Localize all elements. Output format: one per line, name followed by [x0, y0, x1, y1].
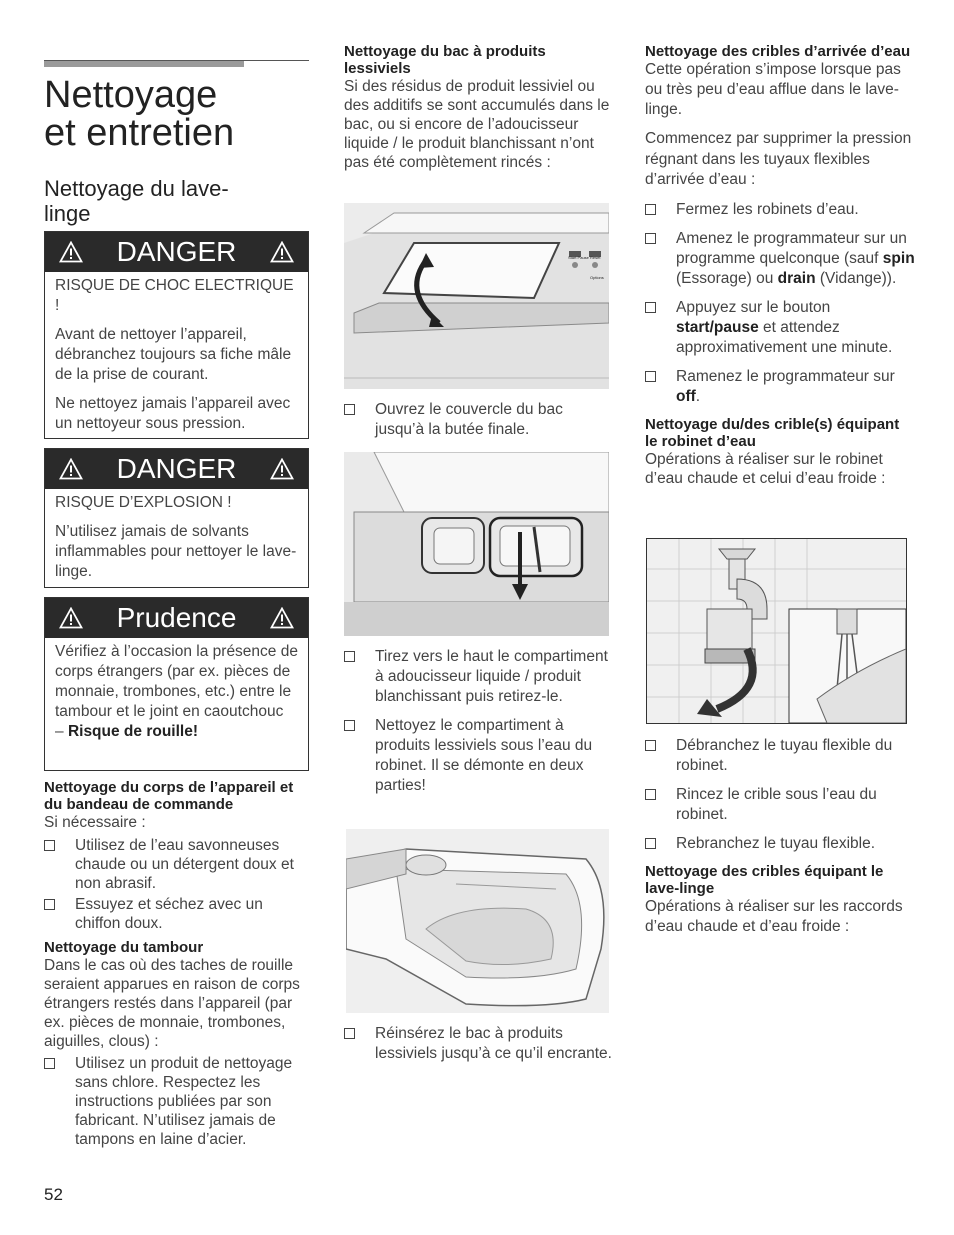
body-cleaning-section: Nettoyage du corps de l’appareil et du b…: [44, 779, 312, 1149]
list-item: Appuyez sur le bouton start/pause et att…: [645, 298, 915, 358]
list-item: Fermez les robinets d’eau.: [645, 200, 915, 220]
warning-triangle-icon: [270, 607, 294, 629]
page-title-line-1: Nettoyage: [44, 74, 218, 116]
section-subtitle: Nettoyage des cribles équipant le lave-l…: [645, 863, 884, 897]
checkbox-icon: [344, 720, 355, 731]
checkbox-icon: [645, 370, 656, 382]
checkbox-icon: [44, 899, 55, 910]
list-item: Ouvrez le couvercle du bac jusqu’à la bu…: [344, 400, 614, 440]
caution-emphasis: Risque de rouille!: [67, 723, 198, 740]
warning-triangle-icon: [269, 458, 294, 480]
danger-box-electric: DANGER RISQUE DE CHOC ELECTRIQUE ! Avant…: [44, 231, 309, 439]
section-intro: Si des résidus de produit lessiviel ou d…: [344, 78, 610, 171]
caution-header: Prudence: [45, 598, 308, 638]
header-rule: [44, 60, 309, 61]
caution-label: Prudence: [116, 602, 237, 633]
list-item: Réinsérez le bac à produits lessiviels j…: [344, 1024, 614, 1064]
checkbox-icon: [44, 1058, 55, 1069]
list-item: Rincez le crible sous l’eau du robinet.: [645, 785, 915, 825]
dispenser-step-1: Ouvrez le couvercle du bac jusqu’à la bu…: [344, 400, 614, 440]
danger-text: Avant de nettoyer l’appareil, débranchez…: [55, 326, 292, 383]
list-item: Essuyez et séchez avec un chiffon doux.: [44, 895, 312, 933]
list-item: Amenez le programmateur sur un programme…: [645, 229, 915, 289]
caution-text: Vérifiez à l’occasion la présence de cor…: [55, 643, 298, 740]
figure-tap-filter: [646, 538, 907, 724]
figure-remove-softener-compartment: [344, 452, 609, 636]
danger-risk: RISQUE DE CHOC ELECTRIQUE !: [55, 277, 294, 314]
list-item: Tirez vers le haut le compartiment à ado…: [344, 647, 614, 707]
page-title-line-2: et entretien: [44, 112, 235, 154]
danger-body: RISQUE D’EXPLOSION ! N’utilisez jamais d…: [45, 489, 308, 588]
checkbox-icon: [344, 404, 355, 415]
section-intro: Cette opération s’impose lorsque pas ou …: [645, 61, 901, 118]
section-subtitle: Nettoyage du bac à produits lessiviels: [344, 43, 546, 77]
section-intro: Commencez par supprimer la pression régn…: [645, 130, 912, 188]
list-item: Rebranchez le tuyau flexible.: [645, 834, 915, 854]
tap-filter-steps: Débranchez le tuyau flexible du robinet.…: [645, 736, 915, 937]
checkbox-icon: [645, 232, 656, 244]
warning-triangle-icon: [269, 241, 294, 263]
section-intro: Opérations à réaliser sur le robinet d’e…: [645, 450, 886, 487]
caution-box: Prudence Vérifiez à l’occasion la présen…: [44, 597, 309, 771]
danger-box-explosion: DANGER RISQUE D’EXPLOSION ! N’utilisez j…: [44, 448, 309, 588]
section-subtitle: Nettoyage des cribles d’arrivée d’eau: [645, 43, 911, 60]
list-item: Utilisez un produit de nettoyage sans ch…: [44, 1054, 312, 1149]
danger-text: N’utilisez jamais de solvants inflammabl…: [55, 523, 297, 580]
danger-header: DANGER: [45, 232, 308, 272]
dispenser-steps-2-3: Tirez vers le haut le compartiment à ado…: [344, 647, 614, 796]
danger-text: Ne nettoyez jamais l’appareil avec un ne…: [55, 395, 291, 432]
checkbox-icon: [44, 840, 55, 851]
section-subtitle: Nettoyage du tambour: [44, 939, 204, 956]
checkbox-icon: [645, 838, 656, 849]
panel-label: Reset: [590, 255, 601, 260]
list-item: Ramenez le programmateur sur off.: [645, 367, 915, 407]
warning-triangle-icon: [59, 458, 83, 480]
section-title: Nettoyage du lave- linge: [44, 176, 309, 226]
panel-label: Options: [590, 275, 604, 280]
section-title-line-1: Nettoyage du lave-: [44, 176, 229, 201]
section-intro: Si nécessaire :: [44, 814, 146, 831]
page-title: Nettoyage et entretien: [44, 76, 314, 152]
section-intro: Opérations à réaliser sur les raccords d…: [645, 898, 903, 935]
danger-body: RISQUE DE CHOC ELECTRIQUE ! Avant de net…: [45, 272, 308, 440]
dispenser-step-4: Réinsérez le bac à produits lessiviels j…: [344, 1024, 614, 1064]
figure-open-dispenser-lid: Start Pause Reset Options: [344, 203, 609, 389]
checkbox-icon: [645, 789, 656, 800]
danger-risk: RISQUE D’EXPLOSION !: [55, 494, 232, 511]
danger-header: DANGER: [45, 449, 308, 489]
checkbox-icon: [344, 1028, 355, 1039]
section-intro: Dans le cas où des taches de rouille ser…: [44, 957, 300, 1050]
warning-triangle-icon: [59, 241, 83, 263]
checkbox-icon: [645, 740, 656, 751]
danger-label: DANGER: [116, 236, 237, 267]
section-subtitle: Nettoyage du/des crible(s) équipant le r…: [645, 415, 900, 450]
page-number: 52: [44, 1185, 63, 1204]
list-item: Nettoyez le compartiment à produits less…: [344, 716, 614, 796]
list-item: Débranchez le tuyau flexible du robinet.: [645, 736, 915, 776]
inlet-filters-section: Nettoyage des cribles d’arrivée d’eau Ce…: [645, 43, 915, 488]
header-accent-bar: [44, 61, 244, 67]
dispenser-section: Nettoyage du bac à produits lessiviels S…: [344, 43, 614, 172]
danger-label: DANGER: [116, 453, 237, 484]
panel-label: Start Pause: [568, 255, 590, 260]
checkbox-icon: [645, 301, 656, 313]
checkbox-icon: [344, 651, 355, 662]
figure-dispenser-drawer: [346, 829, 609, 1013]
section-subtitle: Nettoyage du corps de l’appareil et du b…: [44, 779, 294, 813]
checkbox-icon: [645, 203, 656, 215]
caution-body: Vérifiez à l’occasion la présence de cor…: [45, 638, 308, 748]
section-title-line-2: linge: [44, 201, 91, 226]
warning-triangle-icon: [59, 607, 83, 629]
list-item: Utilisez de l’eau savonneuses chaude ou …: [44, 836, 312, 893]
